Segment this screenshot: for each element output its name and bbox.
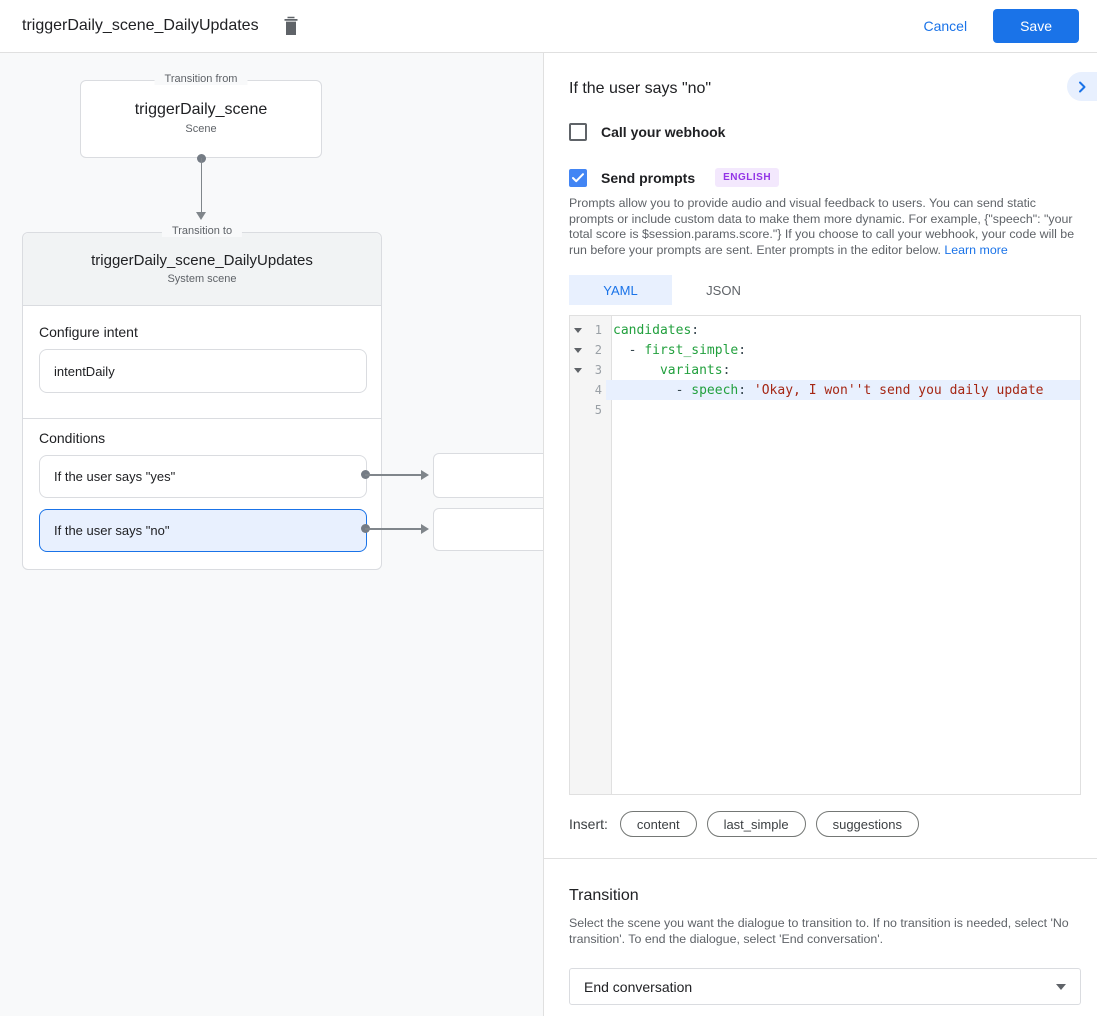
connector-arrowhead xyxy=(421,470,429,480)
line-number: 3 xyxy=(594,363,602,377)
conditions-label: Conditions xyxy=(39,430,106,446)
connector-line xyxy=(200,158,202,213)
delete-scene-button[interactable] xyxy=(277,12,305,40)
checkmark-icon xyxy=(572,172,584,182)
yaml-code-editor[interactable]: 1 candidates: 2 - first_simple: 3 varian… xyxy=(569,315,1081,795)
page-title: triggerDaily_scene_DailyUpdates xyxy=(22,17,259,34)
condition-label: If the user says "yes" xyxy=(54,469,176,484)
collapse-panel-button[interactable] xyxy=(1067,72,1097,101)
transition-dropdown[interactable]: End conversation xyxy=(569,968,1081,1005)
top-bar: triggerDaily_scene_DailyUpdates Cancel S… xyxy=(0,0,1097,53)
intent-input[interactable]: intentDaily xyxy=(39,349,367,393)
chip-content[interactable]: content xyxy=(619,811,697,837)
dropdown-caret-icon xyxy=(1056,983,1066,990)
editor-gutter xyxy=(570,316,612,794)
transition-from-legend: Transition from xyxy=(154,73,248,85)
transition-to-node: Transition to triggerDaily_scene_DailyUp… xyxy=(22,225,382,570)
intent-value: intentDaily xyxy=(54,363,115,379)
transition-title: Transition xyxy=(569,887,639,904)
send-prompts-label: Send prompts xyxy=(601,169,696,186)
code-line-3[interactable]: 3 variants: xyxy=(570,360,1080,380)
section-divider xyxy=(544,858,1097,859)
webhook-checkbox[interactable] xyxy=(569,123,587,141)
top-bar-actions: Cancel Save xyxy=(923,9,1097,43)
code-line-1[interactable]: 1 candidates: xyxy=(570,320,1080,340)
webhook-checkbox-row[interactable]: Call your webhook xyxy=(569,123,725,141)
connector-arrowhead xyxy=(196,212,206,220)
panel-title: If the user says "no" xyxy=(569,80,712,97)
code-line-4-active[interactable]: 4 - speech: 'Okay, I won''t send you dai… xyxy=(570,380,1080,400)
condition-detail-panel: If the user says "no" Call your webhook … xyxy=(543,53,1097,1016)
connector-arrowhead xyxy=(421,524,429,534)
from-scene-name: triggerDaily_scene xyxy=(134,101,268,118)
line-number: 2 xyxy=(594,343,602,357)
trash-icon xyxy=(284,16,298,35)
connector-line xyxy=(365,474,423,476)
insert-label: Insert: xyxy=(569,816,608,832)
fold-arrow-icon[interactable] xyxy=(570,327,586,333)
code-line-5[interactable]: 5 xyxy=(570,400,1080,420)
save-button[interactable]: Save xyxy=(993,9,1079,43)
to-scene-type: System scene xyxy=(167,273,237,285)
insert-row: Insert: content last_simple suggestions xyxy=(569,811,919,837)
transition-to-header: triggerDaily_scene_DailyUpdates System s… xyxy=(23,233,381,306)
prompts-description: Prompts allow you to provide audio and v… xyxy=(569,196,1084,258)
condition-row-no[interactable]: If the user says "no" xyxy=(39,509,367,552)
tab-yaml[interactable]: YAML xyxy=(569,275,672,305)
line-number: 1 xyxy=(594,323,602,337)
send-prompts-checkbox[interactable] xyxy=(569,168,587,187)
to-scene-name: triggerDaily_scene_DailyUpdates xyxy=(91,252,313,269)
fold-arrow-icon[interactable] xyxy=(570,347,586,353)
send-prompts-checkbox-row[interactable]: Send prompts ENGLISH xyxy=(569,168,780,187)
code-line-2[interactable]: 2 - first_simple: xyxy=(570,340,1080,360)
cancel-button[interactable]: Cancel xyxy=(923,18,968,34)
transition-description: Select the scene you want the dialogue t… xyxy=(569,916,1069,946)
card-divider xyxy=(23,418,381,419)
chip-suggestions[interactable]: suggestions xyxy=(815,811,919,837)
tab-json[interactable]: JSON xyxy=(672,275,775,305)
condition-target-node[interactable] xyxy=(433,453,553,498)
learn-more-link[interactable]: Learn more xyxy=(944,242,1008,257)
editor-tabs: YAML JSON xyxy=(569,275,775,305)
webhook-label: Call your webhook xyxy=(601,124,726,140)
fold-arrow-icon[interactable] xyxy=(570,367,586,373)
transition-from-node[interactable]: Transition from triggerDaily_scene Scene xyxy=(80,73,322,158)
from-scene-type: Scene xyxy=(185,123,217,135)
prompts-description-text: Prompts allow you to provide audio and v… xyxy=(569,196,1075,257)
line-number: 4 xyxy=(594,383,602,397)
language-badge: ENGLISH xyxy=(715,168,780,187)
condition-target-node[interactable] xyxy=(433,508,553,551)
transition-dropdown-value: End conversation xyxy=(584,978,693,995)
chevron-right-icon xyxy=(1079,81,1086,92)
condition-label: If the user says "no" xyxy=(54,523,170,538)
connector-line xyxy=(365,528,423,530)
line-number: 5 xyxy=(594,403,602,417)
transition-to-legend: Transition to xyxy=(161,225,243,237)
chip-last-simple[interactable]: last_simple xyxy=(706,811,806,837)
configure-intent-label: Configure intent xyxy=(39,324,138,340)
condition-row-yes[interactable]: If the user says "yes" xyxy=(39,455,367,498)
